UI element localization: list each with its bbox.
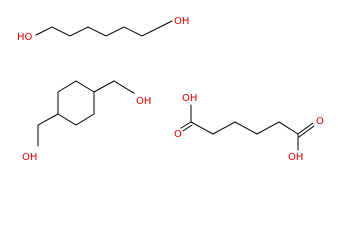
molecule-cyclohexanedimethanol: OH OH <box>22 80 151 163</box>
atom-oh-bottom: OH <box>22 152 37 163</box>
bond-chain-adipic <box>190 121 299 135</box>
atom-ho-left: HO <box>17 32 33 43</box>
atom-o-upper-carbonyl: O <box>174 129 182 140</box>
molecule-adipic-acid: O OH O OH <box>174 93 324 163</box>
bond-cyclohexane-ring <box>57 80 95 126</box>
bond-chain-hexanediol <box>35 20 173 37</box>
bond-ch2oh-top <box>93 80 135 94</box>
bond-ch2oh-bottom <box>37 113 59 147</box>
bond-double-co-upper-b <box>182 124 193 132</box>
bond-double-co-lower-a <box>297 122 314 135</box>
bond-double-co-lower-b <box>298 125 315 138</box>
molecule-hexanediol: HO OH <box>17 16 189 43</box>
bond-double-co-upper-a <box>180 121 192 129</box>
atom-oh-right: OH <box>174 16 189 27</box>
atom-oh-upper: OH <box>182 93 197 104</box>
atom-oh-lower: OH <box>288 152 303 163</box>
atom-oh-top: OH <box>136 96 151 107</box>
chemical-structure-diagram: HO OH OH OH O OH O OH <box>17 16 324 163</box>
atom-o-lower-carbonyl: O <box>316 116 324 127</box>
